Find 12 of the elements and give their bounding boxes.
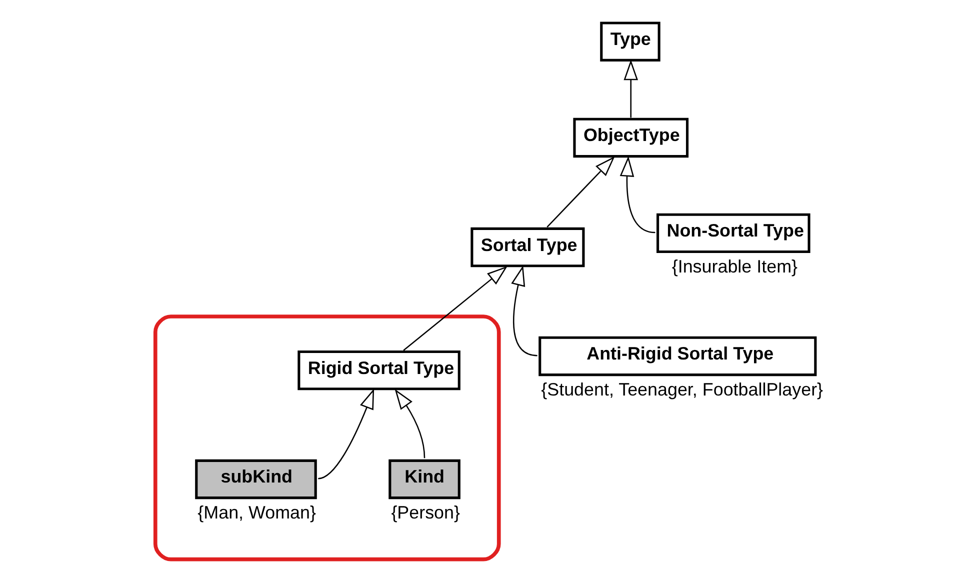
node-label: {Person} (390, 502, 460, 523)
arrow (402, 266, 507, 351)
arrow (546, 156, 614, 228)
arrow (623, 60, 638, 118)
cluster (152, 314, 500, 562)
node-label: {Insurable Item} (671, 256, 798, 277)
arrow (318, 388, 374, 480)
arrow (619, 156, 655, 234)
arrow (394, 389, 425, 458)
node-label: {Man, Woman} (197, 502, 316, 523)
arrow (510, 265, 537, 356)
node-label: {Student, Teenager, FootballPlayer} (540, 380, 823, 400)
